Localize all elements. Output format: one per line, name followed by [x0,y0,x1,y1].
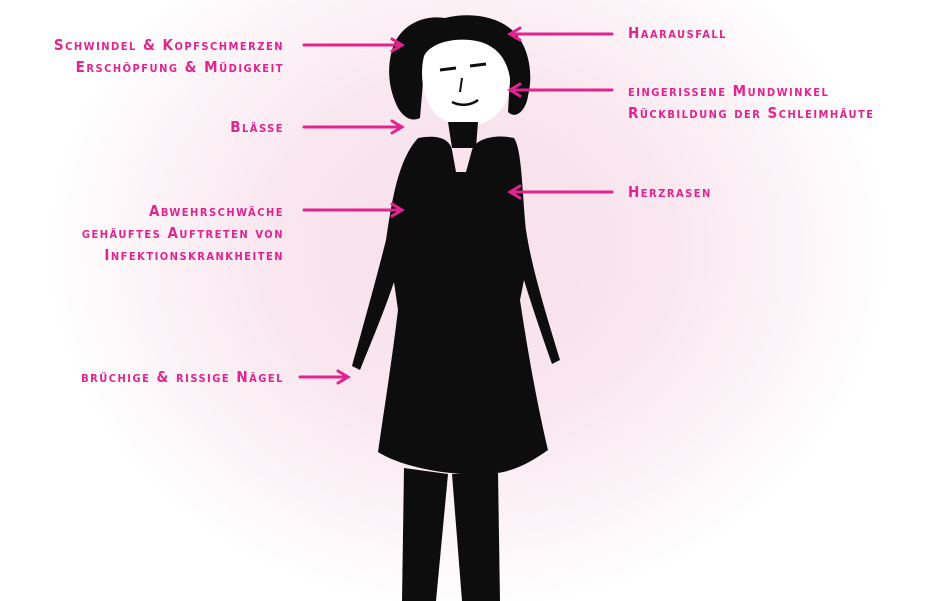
label-nails: brüchige & rissige Nägel [81,366,284,388]
label-hair: Haarausfall [628,22,727,44]
face [422,40,510,126]
label-dizziness: Schwindel & Kopfschmerzen Erschöpfung & … [54,34,284,78]
label-immune: Abwehrschwäche gehäuftes Auftreten von I… [82,200,284,266]
label-mouth: eingerissene Mundwinkel Rückbildung der … [628,80,875,124]
legs [402,468,448,601]
label-heart: Herzrasen [628,181,712,203]
dress [352,137,560,475]
label-pallor: Blässe [230,116,284,138]
